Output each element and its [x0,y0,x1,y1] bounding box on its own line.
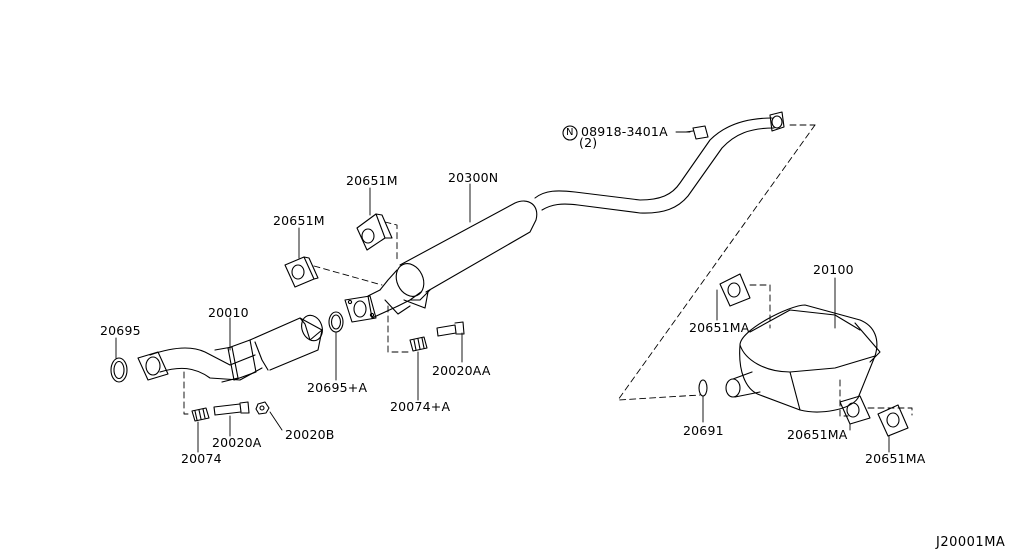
nut-20020B [255,401,270,415]
catalytic-converter [149,314,323,383]
label-bolt-qty: (2) [579,135,598,150]
label-20651MA-left: 20651MA [689,320,750,335]
label-20695: 20695 [100,323,141,338]
stud-20074A [409,336,428,352]
label-20074: 20074 [181,451,222,466]
label-20691: 20691 [683,423,724,438]
center-muffler [367,200,538,319]
hanger-20651MA-left [719,273,751,307]
leader-lines [115,131,890,453]
bolt-08918 [685,125,709,140]
hanger-20651MA-right [877,404,909,437]
label-20074A: 20074+A [390,399,451,414]
stud-20074 [191,407,210,422]
hanger-20651M-mid [284,256,319,288]
label-08918-3401A: 08918-3401A [581,124,668,139]
tail-pipe-flange [769,111,785,132]
label-20020AA: 20020AA [432,363,491,378]
stud-20020A [213,401,250,416]
label-20651M-top: 20651M [346,173,398,188]
hanger-20651M-top [356,213,393,251]
n-symbol-circle [562,125,578,141]
label-20100: 20100 [813,262,854,277]
label-20651MA-right: 20651MA [865,451,926,466]
label-20300N: 20300N [448,170,499,185]
label-20651M-mid: 20651M [273,213,325,228]
label-20020A: 20020A [212,435,262,450]
front-flange [137,351,169,381]
label-20020B: 20020B [285,427,335,442]
label-20651MA-bottom: 20651MA [787,427,848,442]
stud-20020AA [436,321,465,337]
main-exhaust-pipe [534,117,775,214]
hanger-20651MA-bottom [839,395,871,425]
label-20695A: 20695+A [307,380,368,395]
gasket-20695A [328,311,344,333]
label-20010: 20010 [208,305,249,320]
diagram-code: J20001MA [936,535,1006,550]
center-flange [344,295,377,323]
n-symbol-letter: N [566,127,574,138]
gasket-20691 [698,379,708,397]
assembly-dashed-lines [183,124,913,417]
gasket-20695 [110,357,128,383]
